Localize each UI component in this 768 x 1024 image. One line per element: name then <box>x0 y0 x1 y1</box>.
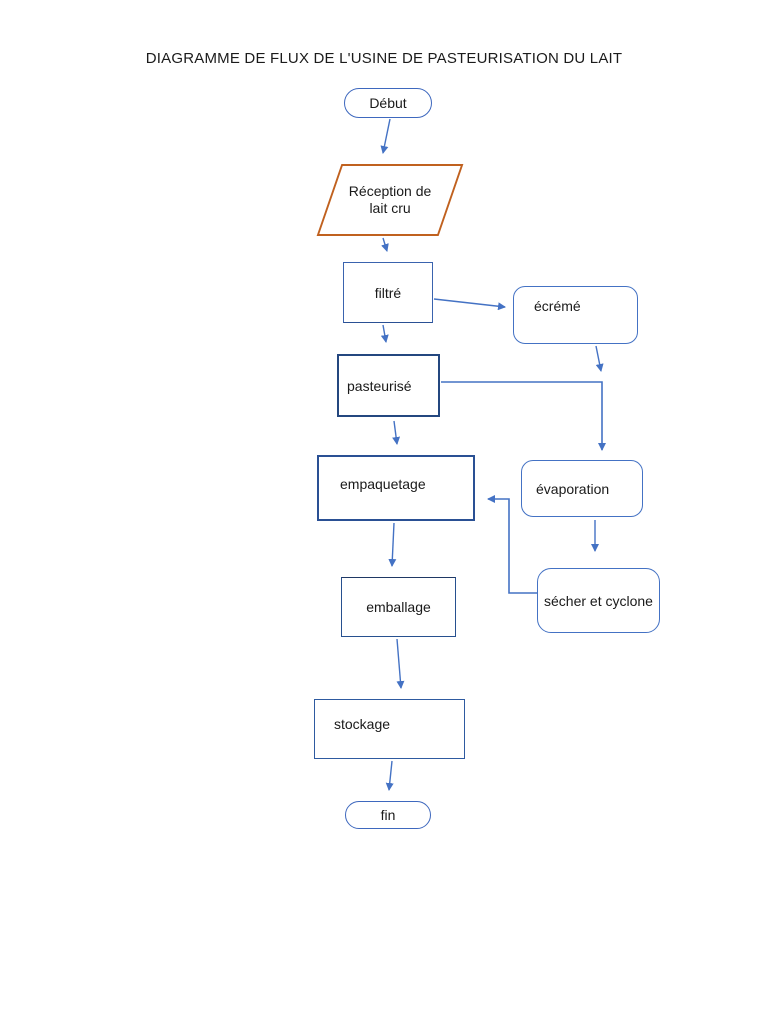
flowchart-node-secher: sécher et cyclone <box>537 568 660 633</box>
edge-pasteurise-evaporation <box>441 381 606 451</box>
node-label-stockage: stockage <box>334 716 391 732</box>
node-label-debut: Début <box>369 95 407 111</box>
edge-empaquetage-emballage <box>388 522 397 567</box>
node-label-empaquetage: empaquetage <box>340 476 426 492</box>
node-label-emballage: emballage <box>366 599 431 615</box>
flowchart-node-filtre: filtré <box>343 262 433 323</box>
edge-pasteurise-empaquetage <box>392 420 401 445</box>
edge-ecreme-junction <box>595 345 604 372</box>
flowchart-node-ecreme: écrémé <box>513 286 638 344</box>
edge-emballage-stockage <box>396 638 405 689</box>
page-title: DIAGRAMME DE FLUX DE L'USINE DE PASTEURI… <box>145 50 623 67</box>
flowchart-node-emballage: emballage <box>341 577 456 637</box>
node-label-fin: fin <box>380 807 396 823</box>
node-label-filtre: filtré <box>374 284 402 301</box>
node-label-evaporation: évaporation <box>536 480 610 497</box>
edge-stockage-fin <box>385 760 394 791</box>
node-label-reception: Réception de lait cru <box>348 183 432 216</box>
node-label-ecreme: écrémé <box>534 298 581 314</box>
edge-filtre-ecreme <box>433 298 506 311</box>
flowchart-node-stockage: stockage <box>314 699 465 759</box>
flowchart-node-empaquetage: empaquetage <box>317 455 475 521</box>
flowchart-node-evaporation: évaporation <box>521 460 643 517</box>
edge-filtre-pasteurise <box>380 324 389 343</box>
flowchart-node-reception: Réception de lait cru <box>316 164 464 236</box>
node-label-secher: sécher et cyclone <box>544 592 653 609</box>
flowchart-node-fin: fin <box>345 801 431 829</box>
flowchart-node-debut: Début <box>344 88 432 118</box>
edge-reception-filtre <box>381 237 389 252</box>
node-label-pasteurise: pasteurisé <box>347 377 412 394</box>
edge-debut-reception <box>380 118 391 154</box>
flowchart-node-pasteurise: pasteurisé <box>337 354 440 417</box>
